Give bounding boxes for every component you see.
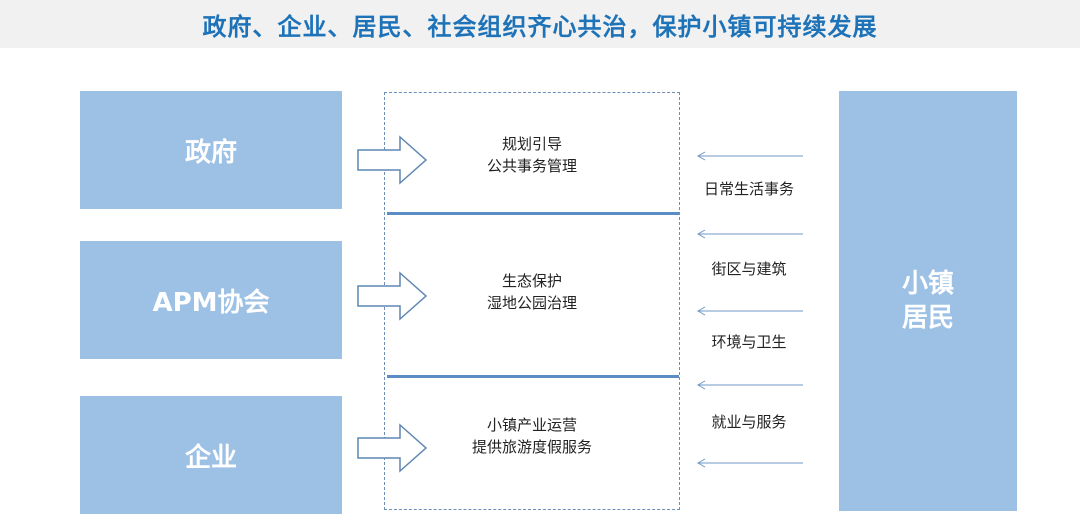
residents-block: 小镇 居民 (839, 91, 1017, 511)
actor-enterprise-label: 企业 (184, 442, 237, 473)
flow-label-streets-buildings: 街区与建筑 (711, 260, 787, 278)
block-arrow-right-icon (357, 271, 428, 321)
function-line: 规划引导 (501, 135, 562, 153)
function-operations: 小镇产业运营 提供旅游度假服务 (385, 414, 679, 458)
arrow-left-icon (696, 229, 803, 239)
actor-enterprise: 企业 (80, 396, 342, 514)
arrow-left-icon (696, 380, 803, 390)
function-ecology: 生态保护 湿地公园治理 (385, 270, 679, 314)
function-line: 小镇产业运营 (486, 416, 577, 434)
arrow-left-icon (696, 306, 803, 316)
section-divider (387, 212, 679, 215)
function-line: 湿地公园治理 (486, 294, 577, 312)
residents-label-line1: 小镇 (901, 269, 954, 299)
flow-label-environment: 环境与卫生 (711, 333, 787, 351)
page-title: 政府、企业、居民、社会组织齐心共治，保护小镇可持续发展 (202, 12, 878, 41)
block-arrow-right-icon (357, 135, 428, 185)
arrow-left-icon (696, 151, 803, 161)
actor-apm-label: APM协会 (152, 287, 270, 318)
function-line: 公共事务管理 (486, 157, 577, 175)
flow-label-daily-affairs: 日常生活事务 (703, 180, 794, 198)
section-divider (387, 375, 679, 378)
function-planning: 规划引导 公共事务管理 (385, 133, 679, 177)
title-banner: 政府、企业、居民、社会组织齐心共治，保护小镇可持续发展 (0, 0, 1080, 48)
arrow-left-icon (696, 458, 803, 468)
actor-apm-association: APM协会 (80, 241, 342, 359)
residents-label-line2: 居民 (901, 303, 954, 333)
actor-government: 政府 (80, 91, 342, 209)
block-arrow-right-icon (357, 423, 428, 473)
actor-government-label: 政府 (184, 137, 237, 168)
function-line: 生态保护 (501, 272, 562, 290)
flow-label-employment: 就业与服务 (711, 413, 787, 431)
function-line: 提供旅游度假服务 (471, 438, 592, 456)
